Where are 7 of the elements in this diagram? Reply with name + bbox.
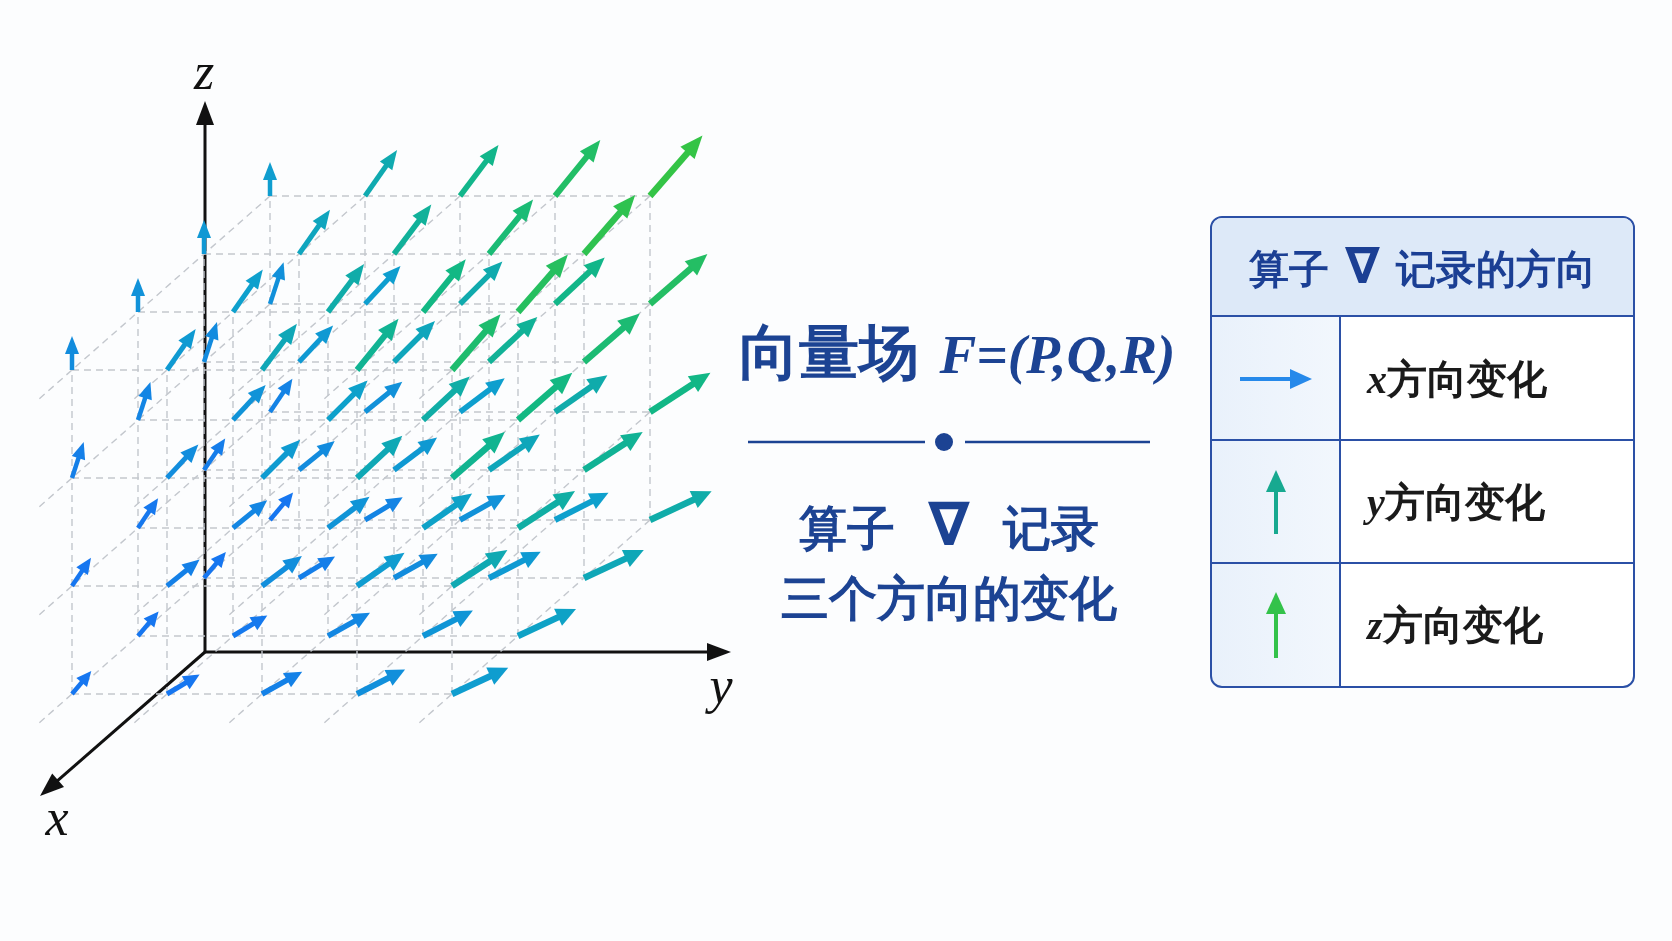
axis-label: z	[193, 46, 215, 98]
legend-title: 算子 ∇ 记录的方向	[1212, 218, 1633, 317]
legend-label: x方向变化	[1367, 354, 1547, 403]
legend-label: z方向变化	[1367, 600, 1543, 649]
subtitle: 算子 ∇ 记录三个方向的变化	[780, 499, 1118, 628]
axis-label: x	[45, 792, 69, 844]
title: 向量场 F=(P,Q,R)	[738, 315, 1176, 389]
